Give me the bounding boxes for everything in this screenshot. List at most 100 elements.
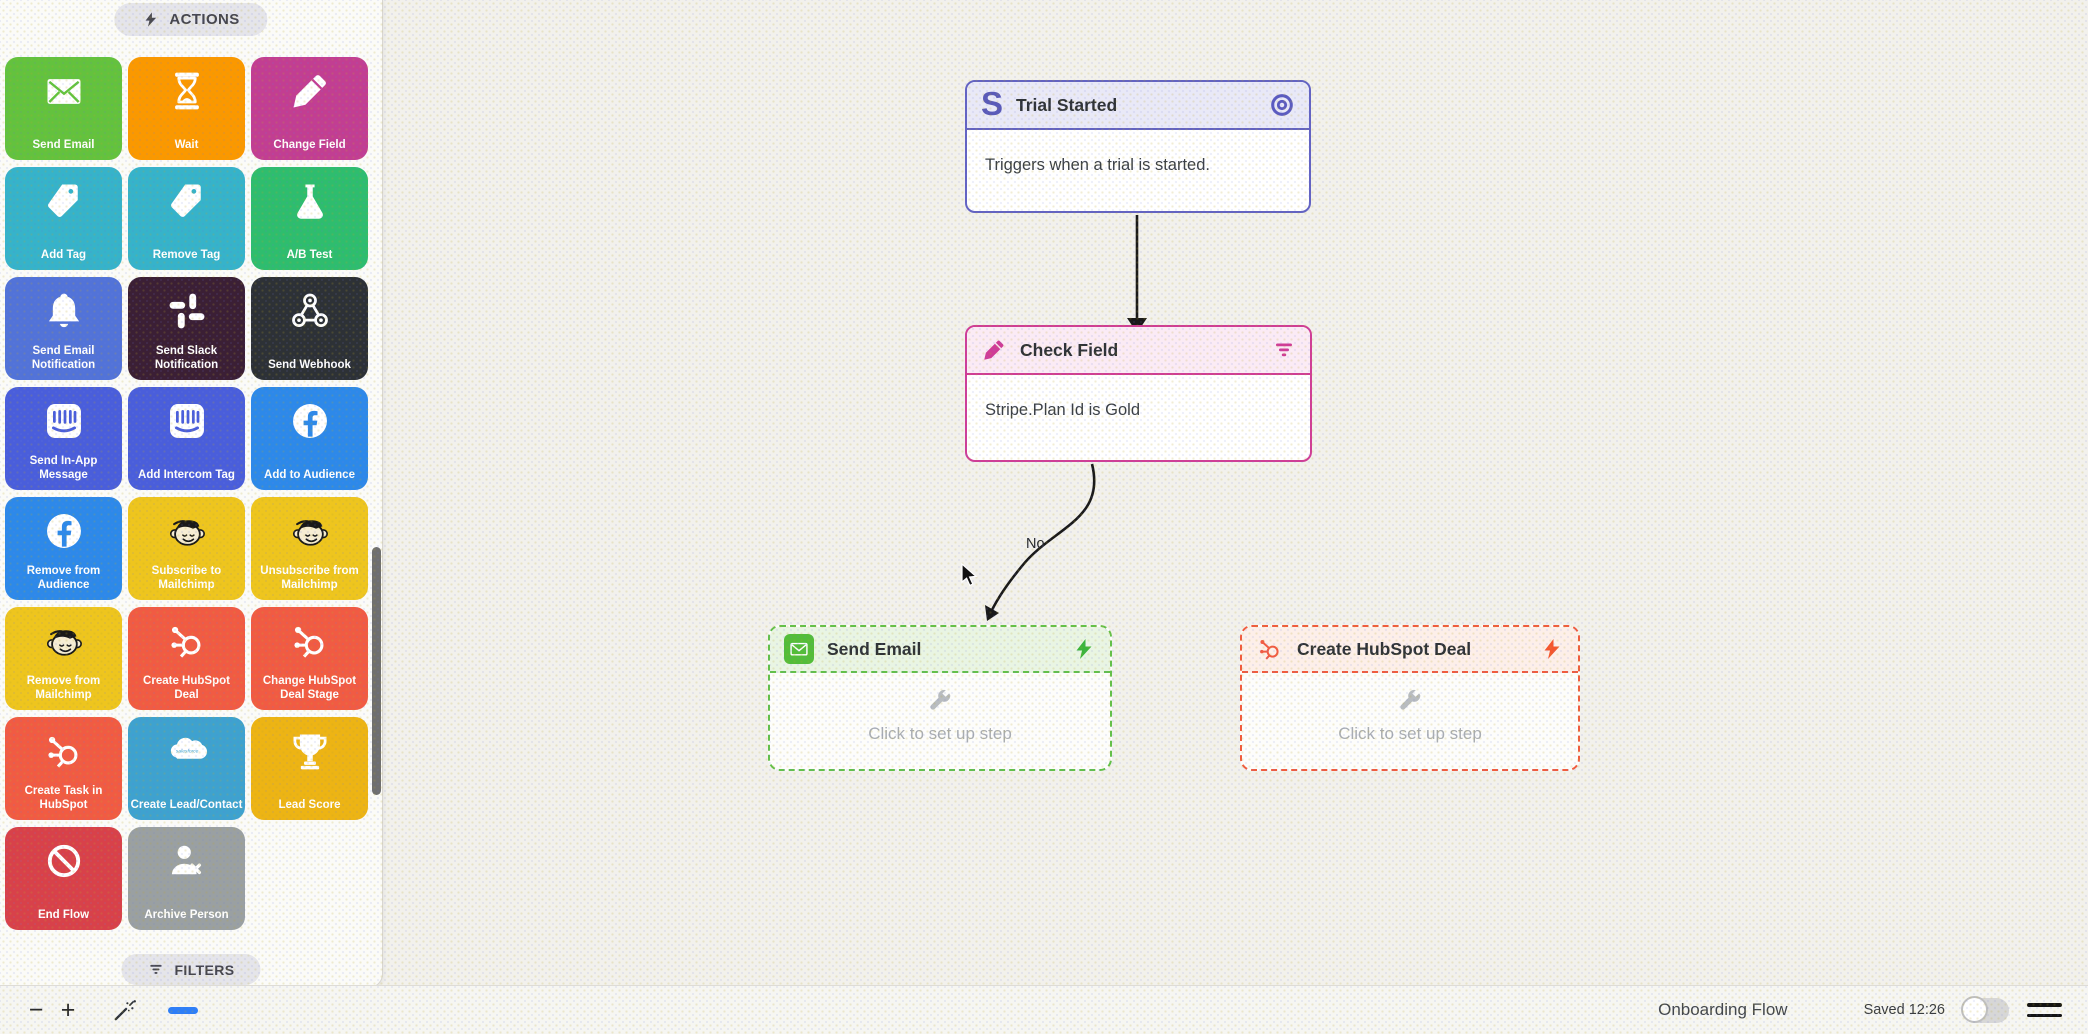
tile-label: End Flow [37, 908, 90, 921]
wrench-icon [927, 689, 953, 715]
tile-label: Send Email Notification [31, 344, 96, 371]
action-tile-ab-test[interactable]: A/B Test [251, 167, 368, 270]
salesforce-icon [165, 729, 209, 773]
lightning-icon [1072, 637, 1096, 661]
actions-tab-label: ACTIONS [169, 11, 240, 28]
menu-icon[interactable] [2027, 1003, 2062, 1017]
slack-icon [165, 289, 209, 333]
edge-no-label: No [1026, 536, 1045, 552]
tile-label: Send Email [32, 138, 95, 151]
tile-label: Send Slack Notification [154, 344, 219, 371]
tile-label: Create Task in HubSpot [24, 784, 103, 811]
action-tile-archive-person[interactable]: Archive Person [128, 827, 245, 930]
zoom-in-button[interactable]: + [60, 995, 76, 1024]
wrench-icon [1397, 689, 1423, 715]
filter-icon [147, 961, 164, 978]
node-title: Trial Started [1016, 94, 1118, 115]
tile-label: Create HubSpot Deal [143, 674, 230, 701]
node-send-email[interactable]: Send Email Click to set up step [768, 625, 1112, 771]
action-tile-create-hubspot-deal[interactable]: Create HubSpot Deal [128, 607, 245, 710]
node-setup-area[interactable]: Click to set up step [1242, 673, 1578, 744]
hubspot-icon [165, 619, 209, 663]
facebook-icon [288, 399, 332, 443]
intercom-icon [42, 399, 86, 443]
facebook-icon [42, 509, 86, 553]
filters-tab[interactable]: FILTERS [121, 954, 261, 985]
mailchimp-icon [288, 509, 332, 553]
tile-label: Unsubscribe from Mailchimp [260, 564, 359, 591]
actions-tab[interactable]: ACTIONS [114, 3, 268, 36]
action-tile-subscribe-to-mailchimp[interactable]: Subscribe to Mailchimp [128, 497, 245, 600]
mailchimp-icon [42, 619, 86, 663]
action-tile-remove-from-audience[interactable]: Remove from Audience [5, 497, 122, 600]
lightning-icon [142, 11, 159, 28]
action-tile-change-hubspot-deal-stage[interactable]: Change HubSpot Deal Stage [251, 607, 368, 710]
action-tile-create-task-in-hubspot[interactable]: Create Task in HubSpot [5, 717, 122, 820]
node-header[interactable]: S Trial Started [967, 82, 1309, 130]
action-tile-create-lead-contact[interactable]: Create Lead/Contact [128, 717, 245, 820]
hubspot-icon [1260, 640, 1279, 660]
person-x-icon [165, 839, 209, 883]
flask-icon [288, 179, 332, 223]
flow-live-toggle[interactable] [1961, 995, 2009, 1023]
trophy-icon [288, 729, 332, 773]
action-tile-change-field[interactable]: Change Field [251, 57, 368, 160]
node-check-field[interactable]: Check Field Stripe.Plan Id is Gold [965, 325, 1312, 462]
setup-hint: Click to set up step [1338, 724, 1482, 743]
envelope-icon [784, 634, 814, 664]
action-tile-send-email[interactable]: Send Email [5, 57, 122, 160]
action-tile-send-slack-notification[interactable]: Send Slack Notification [128, 277, 245, 380]
node-header[interactable]: Check Field [967, 327, 1310, 375]
pencil-icon [984, 340, 1004, 360]
intercom-icon [165, 399, 209, 443]
node-header[interactable]: Send Email [770, 627, 1110, 673]
lightning-icon [1540, 637, 1564, 661]
action-tile-send-email-notification[interactable]: Send Email Notification [5, 277, 122, 380]
tile-label: Create Lead/Contact [130, 798, 243, 811]
pencil-icon [288, 69, 332, 113]
filter-icon [1272, 338, 1296, 362]
bottom-bar: − + Onboarding Flow Saved 12:26 [0, 985, 2088, 1034]
action-tile-add-intercom-tag[interactable]: Add Intercom Tag [128, 387, 245, 490]
flow-name[interactable]: Onboarding Flow [1658, 1000, 1788, 1019]
node-header[interactable]: Create HubSpot Deal [1242, 627, 1578, 673]
magic-wand-button[interactable] [112, 997, 138, 1023]
tile-label: Add Intercom Tag [138, 468, 235, 481]
action-tile-end-flow[interactable]: End Flow [5, 827, 122, 930]
tile-label: Wait [174, 138, 199, 151]
node-description: Triggers when a trial is started. [985, 156, 1210, 174]
node-setup-area[interactable]: Click to set up step [770, 673, 1110, 744]
tile-label: Remove from Mailchimp [26, 674, 101, 701]
stripe-icon: S [981, 85, 1004, 122]
flow-status-area: Onboarding Flow Saved 12:26 [1658, 995, 2062, 1023]
node-trial-started[interactable]: S Trial Started Triggers when a trial is… [965, 80, 1311, 213]
actions-sidebar: ACTIONS Send Email Wait Change Field Add… [0, 0, 383, 988]
hourglass-icon [165, 69, 209, 113]
action-tile-add-to-audience[interactable]: Add to Audience [251, 387, 368, 490]
node-title: Create HubSpot Deal [1297, 638, 1472, 659]
action-tile-add-tag[interactable]: Add Tag [5, 167, 122, 270]
toggle-knob[interactable] [1961, 995, 1988, 1023]
sidebar-scrollbar[interactable] [372, 547, 381, 795]
action-tile-wait[interactable]: Wait [128, 57, 245, 160]
action-tile-send-in-app-message[interactable]: Send In-App Message [5, 387, 122, 490]
tile-label: Send In-App Message [29, 454, 98, 481]
mailchimp-icon [165, 509, 209, 553]
minimap-indicator[interactable] [168, 1006, 198, 1014]
node-description: Stripe.Plan Id is Gold [985, 401, 1140, 419]
node-title: Check Field [1020, 339, 1119, 360]
tile-label: Remove Tag [152, 248, 221, 261]
setup-hint: Click to set up step [868, 724, 1012, 743]
bell-icon [42, 289, 86, 333]
action-tile-remove-tag[interactable]: Remove Tag [128, 167, 245, 270]
tile-label: Send Webhook [268, 358, 351, 371]
node-create-hubspot-deal[interactable]: Create HubSpot Deal Click to set up step [1240, 625, 1580, 771]
zoom-out-button[interactable]: − [28, 995, 44, 1024]
tag-icon [42, 179, 86, 223]
action-tile-unsubscribe-from-mailchimp[interactable]: Unsubscribe from Mailchimp [251, 497, 368, 600]
saved-status: Saved 12:26 [1863, 1002, 1945, 1018]
action-tile-send-webhook[interactable]: Send Webhook [251, 277, 368, 380]
action-tile-remove-from-mailchimp[interactable]: Remove from Mailchimp [5, 607, 122, 710]
action-tile-lead-score[interactable]: Lead Score [251, 717, 368, 820]
